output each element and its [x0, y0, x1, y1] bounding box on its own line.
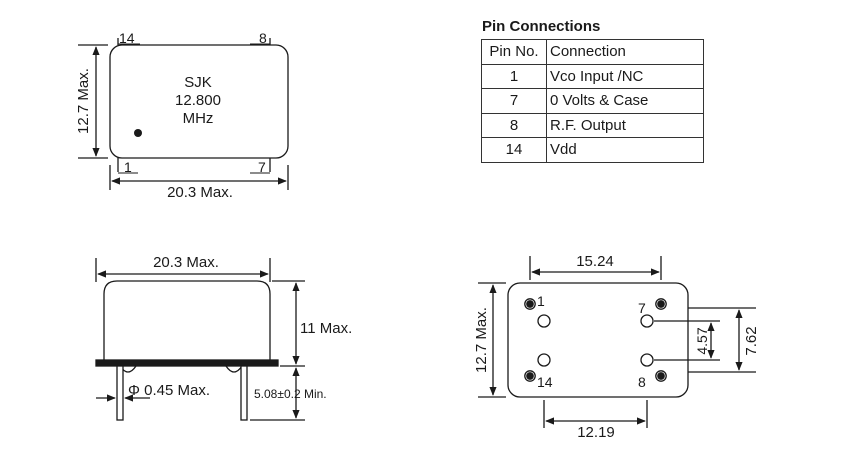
bottom-pin7-hole: [640, 314, 654, 328]
bottom-pin1-hole: [537, 314, 551, 328]
bottom-pin14-dot: [526, 372, 534, 380]
top-pin14-label: 14: [119, 30, 135, 46]
row-pin: 1: [481, 63, 547, 89]
marking-line2: 12.800: [175, 92, 221, 109]
side-view-base: [95, 359, 279, 367]
top-pin8-label: 8: [259, 30, 267, 46]
bottom-pin14-label: 14: [537, 374, 553, 390]
table-row: 1 Vco Input /NC: [481, 63, 704, 89]
bottom-pin14-hole: [537, 353, 551, 367]
top-height-label: 12.7 Max.: [75, 68, 92, 134]
bottom-bottom-dim-label: 12.19: [577, 424, 615, 441]
marking-line3: MHz: [183, 110, 214, 127]
top-view-body: [109, 44, 289, 159]
row-pin: 7: [481, 88, 547, 114]
side-pin-diameter-label: Φ 0.45 Max.: [128, 382, 210, 399]
top-pin1-label: 1: [124, 159, 132, 175]
marking-line1: SJK: [184, 74, 212, 91]
bottom-pin7-label: 7: [638, 300, 646, 316]
side-pin-left: [116, 365, 124, 421]
bottom-right-inner-dim-label: 4.57: [694, 327, 710, 354]
side-view-can: [103, 280, 271, 360]
bottom-pin8-label: 8: [638, 374, 646, 390]
pin1-marker-dot: [134, 129, 142, 137]
bottom-top-dim-label: 15.24: [576, 253, 614, 270]
top-pin7-label: 7: [258, 159, 266, 175]
header-pin-no: Pin No.: [481, 39, 547, 65]
table-row: 7 0 Volts & Case: [481, 88, 704, 114]
pin-connections-table: Pin No. Connection 1 Vco Input /NC 7 0 V…: [481, 39, 704, 163]
row-pin: 14: [481, 137, 547, 163]
row-connection: 0 Volts & Case: [546, 88, 704, 114]
row-connection: R.F. Output: [546, 112, 704, 138]
side-width-label: 20.3 Max.: [153, 254, 219, 271]
pin-table-title: Pin Connections: [482, 18, 601, 35]
bottom-pin7-dot: [657, 300, 665, 308]
bottom-view-body: [507, 282, 689, 398]
table-row: 8 R.F. Output: [481, 112, 704, 138]
table-row: 14 Vdd: [481, 137, 704, 163]
top-view: [78, 38, 289, 190]
bottom-pin1-dot: [526, 300, 534, 308]
bottom-view: [478, 256, 756, 428]
header-connection: Connection: [546, 39, 704, 65]
side-pin-length-label: 5.08±0.2 Min.: [254, 387, 327, 401]
side-pin-right: [240, 365, 248, 421]
table-header-row: Pin No. Connection: [481, 39, 704, 65]
side-height-label: 11 Max.: [300, 320, 352, 337]
top-width-label: 20.3 Max.: [167, 184, 233, 201]
row-connection: Vdd: [546, 137, 704, 163]
row-connection: Vco Input /NC: [546, 63, 704, 89]
bottom-left-dim-label: 12.7 Max.: [473, 307, 490, 373]
side-view: [95, 258, 305, 421]
bottom-pin8-hole: [640, 353, 654, 367]
bottom-pin8-dot: [657, 372, 665, 380]
row-pin: 8: [481, 112, 547, 138]
bottom-pin1-label: 1: [537, 293, 545, 309]
bottom-right-outer-dim-label: 7.62: [743, 326, 760, 355]
